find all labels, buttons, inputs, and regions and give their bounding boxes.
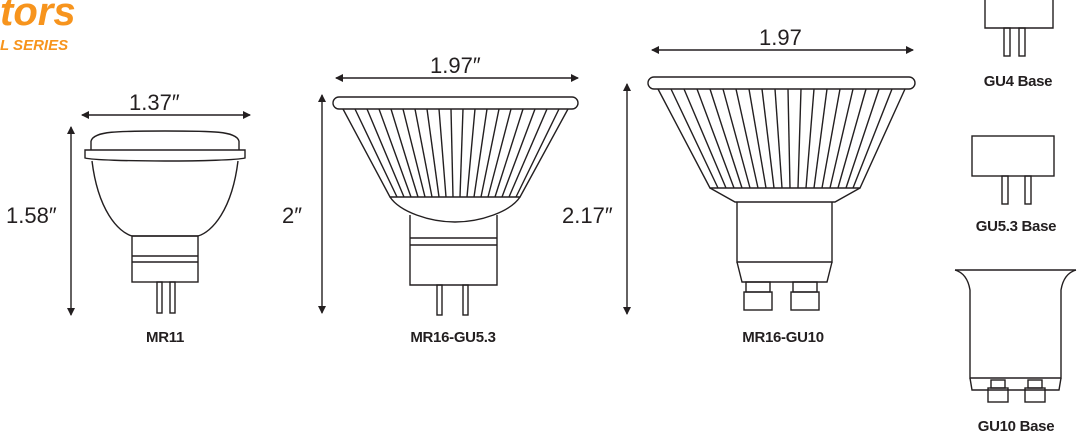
mr11-dimension-lines <box>67 111 251 316</box>
mr16-gu10-width-label: 1.97 <box>759 25 802 50</box>
brand-series-text: L SERIES <box>0 37 69 54</box>
mr11-name-label: MR11 <box>146 329 184 346</box>
mr11-bulb <box>84 130 246 314</box>
gu10-base-drawing <box>954 269 1077 403</box>
mr16-gu10-name-label: MR16-GU10 <box>742 329 824 346</box>
mr16-gu10-dimension-lines <box>623 46 914 315</box>
mr16-gu53-width-label: 1.97″ <box>430 53 481 78</box>
mr16-gu10-bulb <box>647 76 916 311</box>
gu4-base-label: GU4 Base <box>983 73 1053 90</box>
mr16-gu53-height-label: 2″ <box>282 203 303 228</box>
gu10-base-label: GU10 Base <box>977 418 1055 435</box>
gu4-base-drawing <box>984 0 1054 57</box>
gu53-base-drawing <box>971 135 1055 205</box>
brand-logo-text: tors <box>0 0 76 34</box>
gu53-base-label: GU5.3 Base <box>975 218 1057 235</box>
mr16-gu10-height-label: 2.17″ <box>562 203 613 228</box>
mr11-width-label: 1.37″ <box>129 90 180 115</box>
mr16-gu53-name-label: MR16-GU5.3 <box>410 329 496 346</box>
mr11-height-label: 1.58″ <box>6 203 57 228</box>
mr16-gu53-dimension-lines <box>318 74 579 314</box>
mr16-gu53-bulb <box>332 96 579 316</box>
